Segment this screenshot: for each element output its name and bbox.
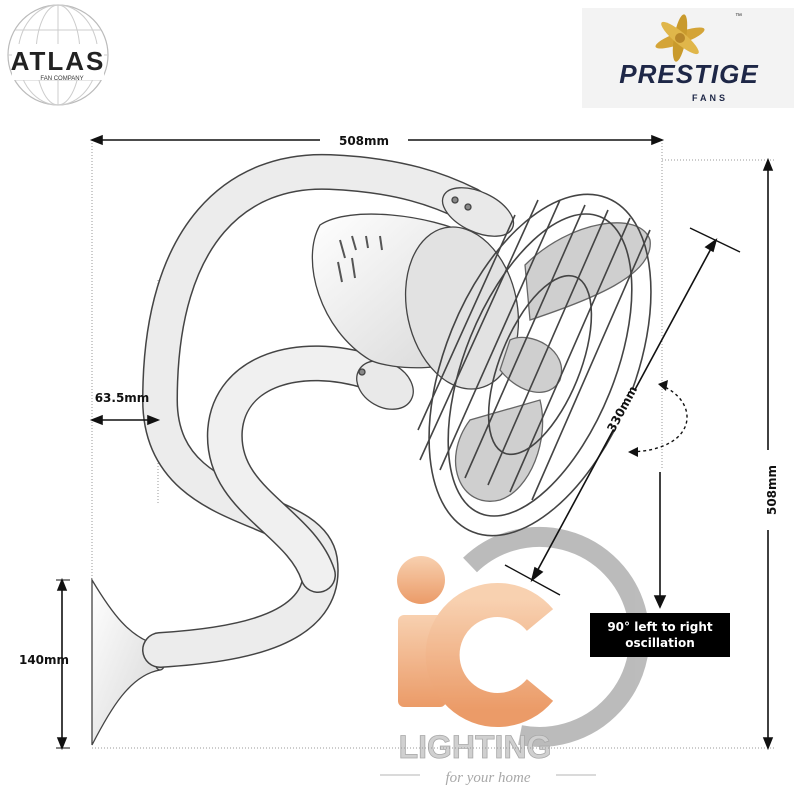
oscillation-note: 90° left to right oscillation <box>590 613 730 657</box>
prestige-star-icon <box>655 14 705 62</box>
atlas-logo-tagline: FAN COMPANY <box>40 76 83 82</box>
atlas-logo: ATLAS FAN COMPANY <box>7 4 109 106</box>
height-label: 508mm <box>765 465 779 515</box>
prestige-tm: ™ <box>735 13 742 20</box>
ic-lighting-text: LIGHTING <box>399 729 552 765</box>
oscillation-arrow-icon <box>628 380 688 457</box>
dimension-arrows <box>56 134 774 751</box>
atlas-logo-text: ATLAS <box>11 46 106 76</box>
prestige-logo: ™ PRESTIGE FANS <box>582 8 794 108</box>
prestige-logo-sub: FANS <box>692 93 728 103</box>
ic-lighting-logo: LIGHTING for your home <box>380 526 650 786</box>
guide-lines <box>91 140 775 749</box>
oscillation-note-text: 90° left to right oscillation <box>607 620 713 650</box>
ic-lighting-tagline: for your home <box>446 770 531 786</box>
width-label: 508mm <box>339 134 389 148</box>
wall-offset-label: 63.5mm <box>95 391 150 405</box>
base-height-label: 140mm <box>19 653 69 667</box>
fan-drawing <box>91 153 652 746</box>
fan-guard <box>417 193 652 537</box>
prestige-logo-text: PRESTIGE <box>619 59 758 89</box>
